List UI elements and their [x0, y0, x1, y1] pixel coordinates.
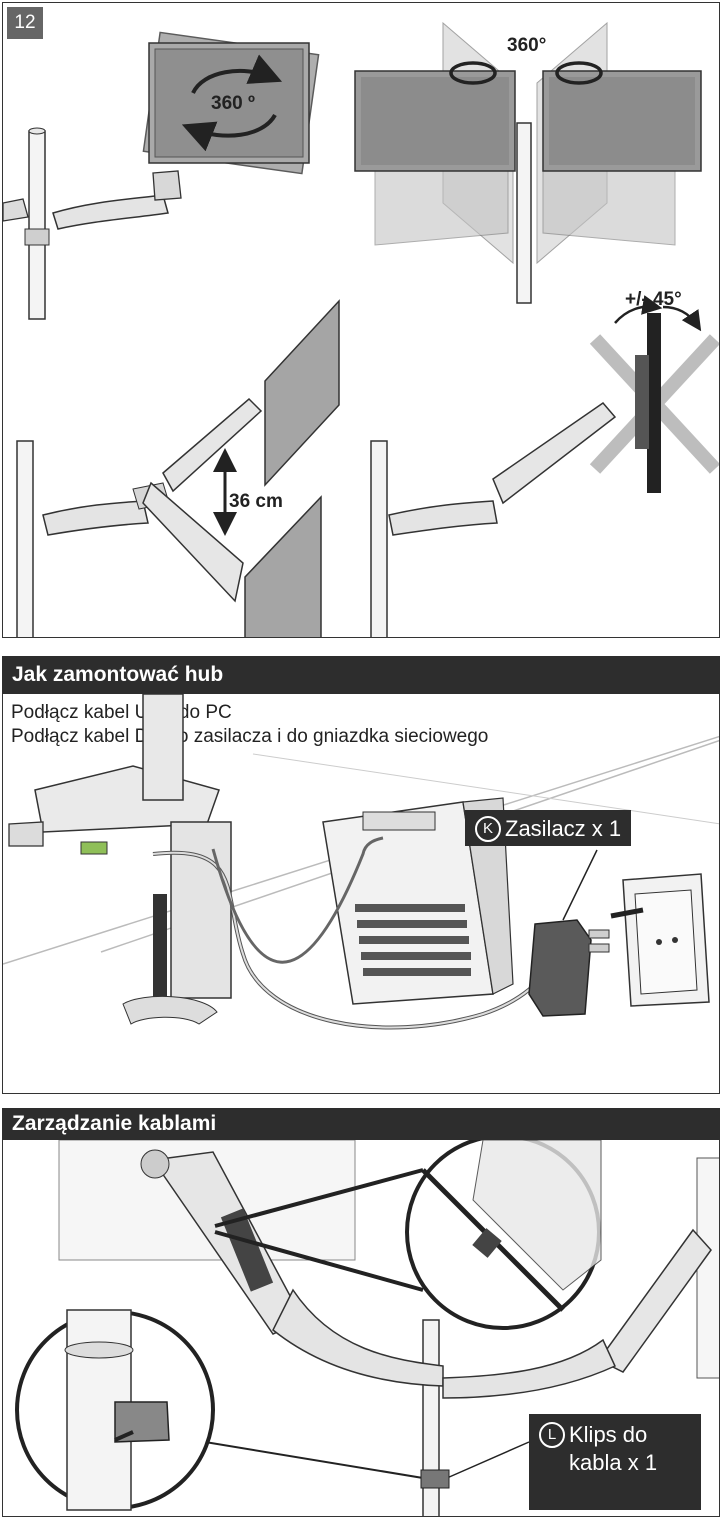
- swivel-label: 360°: [507, 35, 546, 56]
- hub-instruction-2: Podłącz kabel DC do zasilacza i do gniaz…: [11, 726, 489, 747]
- screen-rotation-label: 360 º: [211, 93, 255, 114]
- height-adjust-label: 36 cm: [229, 491, 283, 512]
- hub-section-title: Jak zamontować hub: [2, 656, 720, 694]
- cable-section-title: Zarządzanie kablami: [2, 1108, 720, 1140]
- swivel-figure: 360°: [354, 21, 702, 304]
- tilt-label: +/- 45°: [625, 289, 682, 310]
- cable-management-diagram: [15, 1140, 719, 1516]
- step-number-badge: 12: [7, 7, 43, 39]
- height-adjust-figure: 36 cm: [16, 299, 340, 637]
- tilt-figure: +/- 45°: [370, 289, 719, 637]
- power-adapter-label: Zasilacz x 1: [505, 816, 622, 842]
- hub-section-panel: Podłącz kabel USB do PC Podłącz kabel DC…: [2, 694, 720, 1094]
- hub-diagram: [3, 694, 719, 1030]
- adjustment-diagram: 360 º 360° 36 cm: [3, 21, 719, 637]
- cable-clip-label-line2: kabla x 1: [569, 1450, 658, 1476]
- cable-clip-label-text1: Klips do: [569, 1422, 648, 1448]
- part-l-marker: L: [539, 1422, 565, 1449]
- adjustment-illustration-panel: 12 360 º: [2, 2, 720, 638]
- part-k-marker: K: [475, 816, 501, 843]
- rotation-figure: 360 º: [3, 31, 320, 320]
